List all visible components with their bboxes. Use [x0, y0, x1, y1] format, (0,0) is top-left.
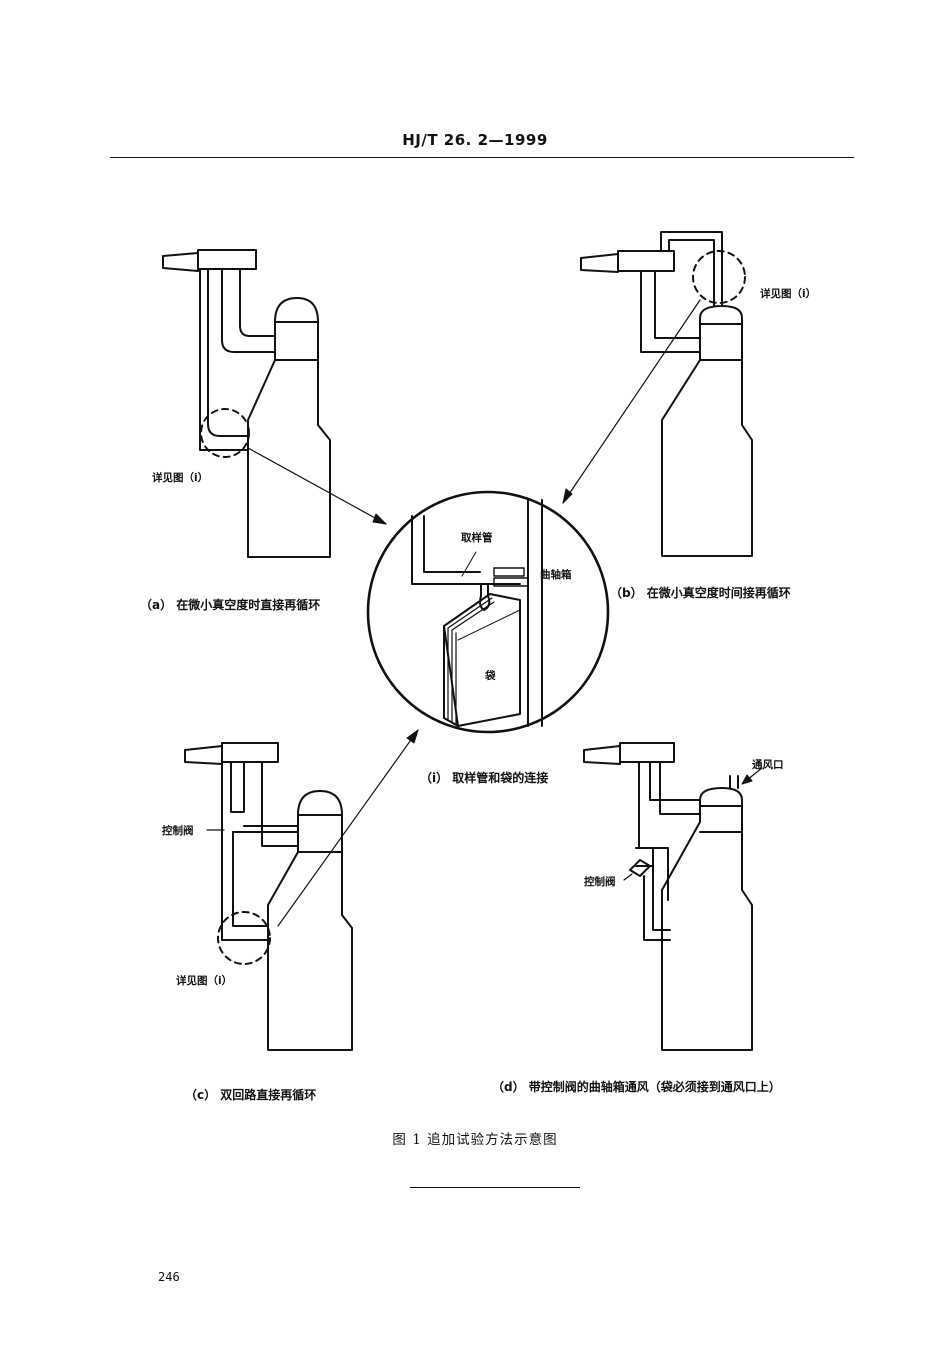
page-number: 246	[158, 1270, 180, 1284]
control-valve-label-d: 控制阀	[584, 876, 616, 888]
caption-c: （c） 双回路直接再循环	[185, 1088, 317, 1102]
diagram-d	[583, 742, 763, 1051]
diagram-c	[184, 729, 419, 1051]
caption-a: （a） 在微小真空度时直接再循环	[140, 598, 321, 612]
diagram-a	[162, 249, 387, 558]
header-rule	[110, 157, 854, 158]
detail-label-b: 详见图（i）	[760, 288, 817, 300]
figure-title: 图 1 追加试验方法示意图	[392, 1132, 558, 1148]
detail-label-c: 详见图（i）	[176, 975, 233, 987]
detail-label-a: 详见图（i）	[152, 472, 209, 484]
caption-i: （i） 取样管和袋的连接	[420, 771, 549, 785]
vent-label: 通风口	[752, 759, 784, 771]
sampling-tube-label: 取样管	[461, 532, 493, 544]
diagram-b	[562, 231, 753, 557]
diagram-i-detail	[366, 490, 610, 734]
bag-label: 袋	[485, 670, 496, 682]
crankcase-label: 曲轴箱	[540, 569, 572, 581]
caption-d: （d） 带控制阀的曲轴箱通风（袋必须接到通风口上）	[492, 1080, 781, 1094]
control-valve-label-c: 控制阀	[162, 825, 194, 837]
header-code: HJ/T 26. 2—1999	[402, 131, 548, 149]
end-rule	[410, 1187, 580, 1188]
caption-b: （b） 在微小真空度时间接再循环	[610, 586, 791, 600]
